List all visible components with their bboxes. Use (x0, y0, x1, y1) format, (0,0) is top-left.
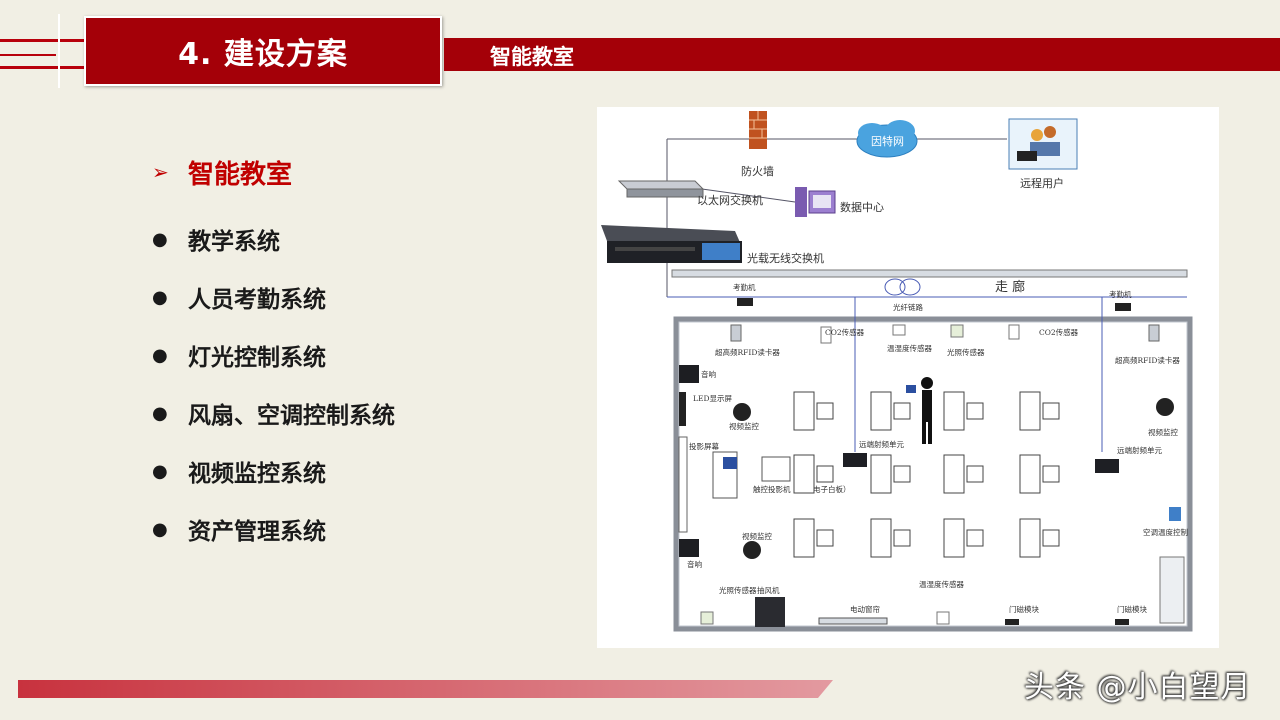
decor-line (58, 14, 60, 88)
dot-bullet-icon: ● (152, 286, 168, 308)
fiber-link-label: 光纤链路 (893, 302, 923, 312)
bullet-item: ➢ 智能教室 (152, 150, 572, 194)
co2-left-label: CO2传感器 (825, 327, 865, 337)
smart-classroom-diagram: 防火墙 因特网 远程用户 以太网交换机 数据中心 光载无线交换机 走 廊 (597, 107, 1219, 648)
remote-rf-left-label: 远端射频单元 (859, 439, 904, 449)
bullet-item: ● 视频监控系统 (152, 442, 572, 500)
watermark: 头条 @小白望月 (1024, 670, 1252, 705)
data-center-label: 数据中心 (840, 200, 884, 214)
dot-bullet-icon: ● (152, 518, 168, 540)
electric-curtain-label: 电动窗帘 (850, 604, 880, 614)
bullet-item: ● 资产管理系统 (152, 500, 572, 558)
bullet-item: ● 灯光控制系统 (152, 326, 572, 384)
video-monitor-2-label: 视频监控 (742, 531, 772, 541)
decor-line (0, 66, 84, 69)
dot-bullet-icon: ● (152, 344, 168, 366)
arrow-bullet-icon: ➢ (152, 160, 169, 184)
attendance-left-label: 考勤机 (733, 282, 756, 292)
light-sensor-bottom-label: 光照传感器 (719, 585, 757, 595)
internet-label: 因特网 (871, 134, 904, 148)
dot-bullet-icon: ● (152, 460, 168, 482)
bullet-label: 风扇、空调控制系统 (188, 403, 395, 429)
bullet-list: ➢ 智能教室 ● 教学系统 ● 人员考勤系统 ● 灯光控制系统 ● 风扇、空调控… (152, 150, 572, 558)
dot-bullet-icon: ● (152, 402, 168, 424)
projection-screen-label: 投影屏幕 (689, 441, 719, 451)
exhaust-fan-label: 抽风机 (757, 585, 780, 595)
data-center-icon (795, 187, 836, 217)
video-monitor-1-label: 视频监控 (729, 421, 759, 431)
firewall-icon (749, 111, 767, 149)
speaker-bottom-label: 音响 (687, 559, 702, 569)
bullet-label: 视频监控系统 (188, 461, 326, 487)
page-title: 4. 建设方案 (178, 37, 348, 72)
title-box: 4. 建设方案 (84, 16, 442, 86)
bullet-item: ● 人员考勤系统 (152, 268, 572, 326)
bullet-label: 人员考勤系统 (188, 287, 326, 313)
ethernet-switch-label: 以太网交换机 (697, 193, 763, 207)
bullet-item: ● 风扇、空调控制系统 (152, 384, 572, 442)
temp-humidity-bottom-label: 温湿度传感器 (919, 579, 964, 589)
co2-right-label: CO2传感器 (1039, 327, 1079, 337)
header-bar: 智能教室 (444, 38, 1280, 71)
door-module-2-label: 门磁模块 (1117, 604, 1147, 614)
decor-line (0, 39, 84, 42)
footer-decor-bar (18, 680, 833, 698)
teacher-figure-icon (906, 377, 933, 444)
internet-cloud-icon (856, 120, 918, 158)
rfid-left-label: 超高频RFID读卡器 (715, 347, 780, 357)
optical-switch-icon (601, 225, 742, 263)
remote-user-icon (1008, 118, 1078, 170)
rfid-right-label: 超高频RFID读卡器 (1115, 355, 1180, 365)
firewall-label: 防火墙 (741, 164, 774, 178)
bullet-label: 灯光控制系统 (188, 345, 326, 371)
bullet-label: 教学系统 (188, 229, 280, 255)
bullet-label: 资产管理系统 (188, 519, 326, 545)
optical-switch-label: 光载无线交换机 (747, 251, 824, 265)
remote-rf-right-label: 远端射频单元 (1117, 445, 1162, 455)
corridor-label: 走 廊 (995, 279, 1025, 295)
dot-bullet-icon: ● (152, 228, 168, 250)
temp-humidity-label: 温湿度传感器 (887, 343, 932, 353)
led-screen-label: LED显示屏 (693, 394, 732, 403)
door-module-1-label: 门磁模块 (1009, 604, 1039, 614)
decor-line (0, 54, 56, 56)
ethernet-switch-icon (617, 180, 705, 198)
remote-user-label: 远程用户 (1020, 176, 1064, 190)
video-monitor-3-label: 视频监控 (1148, 427, 1178, 437)
section-subtitle: 智能教室 (490, 45, 574, 69)
bullet-label: 智能教室 (188, 159, 293, 190)
light-sensor-label: 光照传感器 (947, 347, 985, 357)
student-desks (793, 391, 1060, 558)
bullet-item: ● 教学系统 (152, 210, 572, 268)
attendance-right-label: 考勤机 (1109, 289, 1132, 299)
ac-control-label: 空调温度控制 (1143, 527, 1188, 537)
speaker-top-label: 音响 (701, 369, 716, 379)
